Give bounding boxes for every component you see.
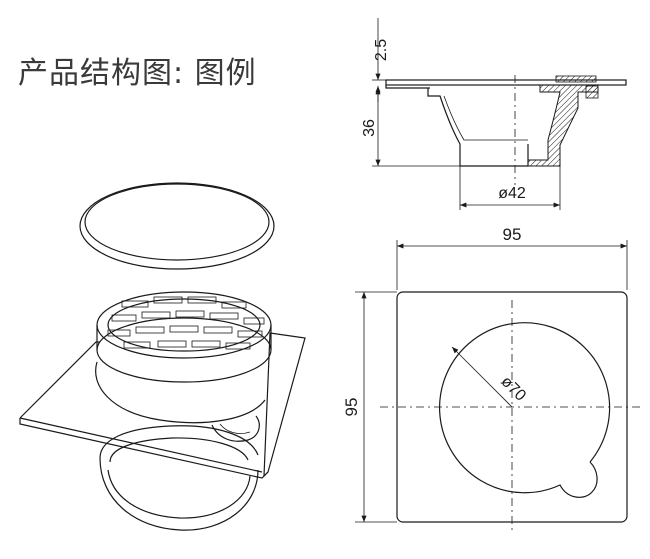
section-view: 2.5 36 ø42 [361,18,627,210]
cover-disc [79,182,275,270]
dim-height: 95 [342,398,361,417]
dim-core-diameter: ø70 [497,373,529,405]
dim-body-height: 36 [361,119,378,137]
dim-width: 95 [503,225,522,244]
exploded-view [19,182,306,531]
plan-view: 95 95 ø70 [342,225,640,530]
dim-top-thickness: 2.5 [373,39,390,61]
square-plate [19,332,306,479]
grate [96,291,272,383]
dim-outlet-diameter: ø42 [498,185,526,202]
drain-body [99,425,259,531]
page-title: 产品结构图: 图例 [18,56,257,91]
